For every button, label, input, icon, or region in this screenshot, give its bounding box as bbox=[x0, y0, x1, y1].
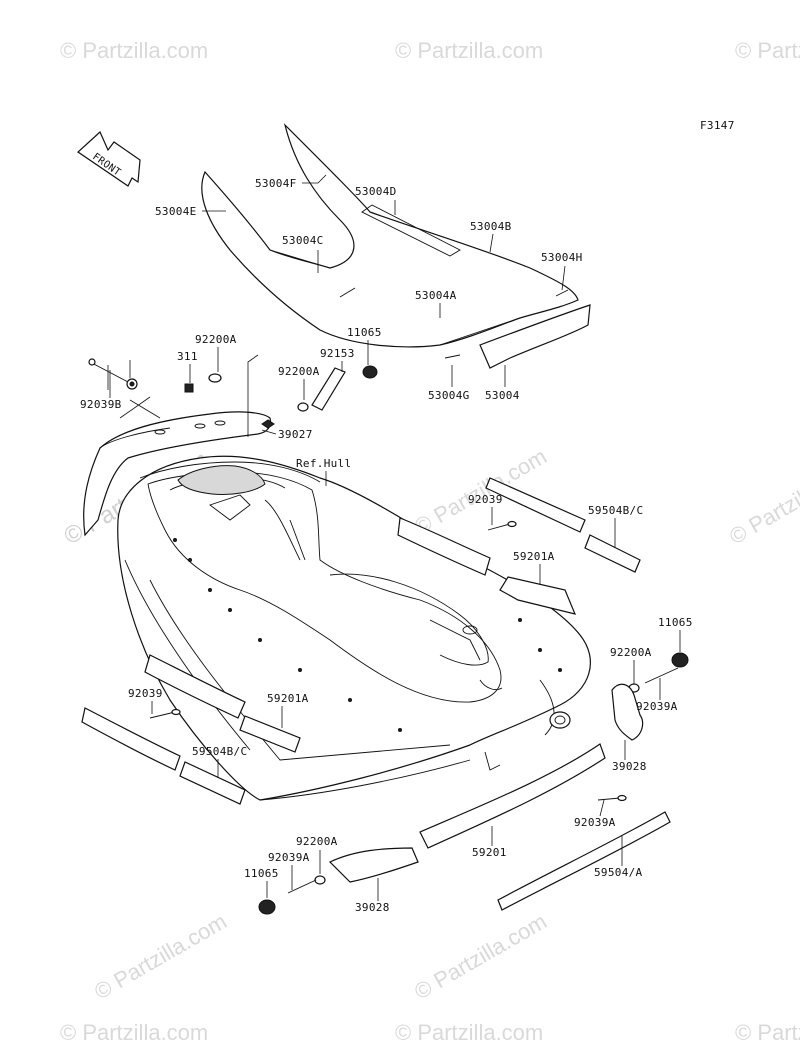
watermark: © Partzilla.com bbox=[735, 1020, 800, 1045]
watermark: © Partzilla.com bbox=[725, 454, 800, 550]
callout-53004: 53004 bbox=[485, 389, 520, 402]
callout-53004a: 53004A bbox=[415, 289, 457, 302]
bottom-hardware bbox=[258, 847, 419, 915]
callout-311: 311 bbox=[177, 350, 198, 363]
seat-cover bbox=[201, 123, 591, 369]
right-upper-callouts: 92039 59504B/C 59201A bbox=[468, 493, 643, 585]
watermark: © Partzilla.com bbox=[60, 1020, 208, 1045]
callout-92039a: 92039A bbox=[636, 700, 678, 713]
callout-59504a: 59504/A bbox=[594, 866, 643, 879]
ref-hull-label: Ref.Hull bbox=[296, 457, 351, 470]
right-upper-parts bbox=[397, 477, 641, 615]
right-rear-callouts: 11065 92200A 92039A 39028 bbox=[610, 616, 693, 773]
watermark: © Partzilla.com bbox=[90, 909, 231, 1005]
watermark: © Partzilla.com bbox=[735, 38, 800, 63]
callout-92039b: 92039B bbox=[80, 398, 122, 411]
callout-59201: 59201 bbox=[472, 846, 507, 859]
top-hardware bbox=[88, 358, 378, 419]
callout-53004h: 53004H bbox=[541, 251, 583, 264]
bottom-rails bbox=[419, 743, 671, 911]
callout-11065: 11065 bbox=[244, 867, 279, 880]
callout-39028: 39028 bbox=[612, 760, 647, 773]
callout-53004f: 53004F bbox=[255, 177, 297, 190]
callout-92200a: 92200A bbox=[278, 365, 320, 378]
callout-59201a: 59201A bbox=[513, 550, 555, 563]
callout-39027: 39027 bbox=[278, 428, 313, 441]
callout-53004e: 53004E bbox=[155, 205, 197, 218]
callout-92039a: 92039A bbox=[574, 816, 616, 829]
watermark: © Partzilla.com bbox=[395, 38, 543, 63]
callout-53004d: 53004D bbox=[355, 185, 397, 198]
callout-11065: 11065 bbox=[658, 616, 693, 629]
callout-92153: 92153 bbox=[320, 347, 355, 360]
callout-59201a: 59201A bbox=[267, 692, 309, 705]
callout-92039: 92039 bbox=[128, 687, 163, 700]
top-hardware-callouts: 92200A 311 11065 92153 92200A 92039B 390… bbox=[80, 326, 382, 441]
callout-53004c: 53004C bbox=[282, 234, 324, 247]
diagram-id: F3147 bbox=[700, 119, 735, 132]
callout-92039: 92039 bbox=[468, 493, 503, 506]
left-lower-callouts: 92039 59201A 59504B/C bbox=[128, 687, 309, 778]
bottom-hardware-callouts: 92200A 92039A 11065 39028 bbox=[244, 835, 390, 914]
watermark: © Partzilla.com bbox=[395, 1020, 543, 1045]
callout-59504bc: 59504B/C bbox=[192, 745, 247, 758]
callout-92200a: 92200A bbox=[296, 835, 338, 848]
callout-92200a: 92200A bbox=[610, 646, 652, 659]
callout-59504bc: 59504B/C bbox=[588, 504, 643, 517]
callout-92200a: 92200A bbox=[195, 333, 237, 346]
callout-53004b: 53004B bbox=[470, 220, 512, 233]
watermark: © Partzilla.com bbox=[410, 909, 551, 1005]
callout-92039a: 92039A bbox=[268, 851, 310, 864]
watermark: © Partzilla.com bbox=[60, 38, 208, 63]
right-rear-hardware bbox=[611, 652, 689, 741]
left-lower-parts bbox=[81, 654, 301, 805]
seat-callouts: 53004F 53004D 53004E 53004B 53004C 53004… bbox=[155, 174, 583, 402]
rear-grab-rail bbox=[83, 411, 275, 537]
front-arrow-icon: FRONT bbox=[77, 130, 141, 187]
callout-53004g: 53004G bbox=[428, 389, 470, 402]
callout-11065: 11065 bbox=[347, 326, 382, 339]
bottom-rail-callouts: 92039A 59201 59504/A bbox=[472, 799, 643, 879]
hull bbox=[117, 455, 591, 801]
callout-39028: 39028 bbox=[355, 901, 390, 914]
watermark: © Partzilla.com bbox=[410, 444, 551, 540]
